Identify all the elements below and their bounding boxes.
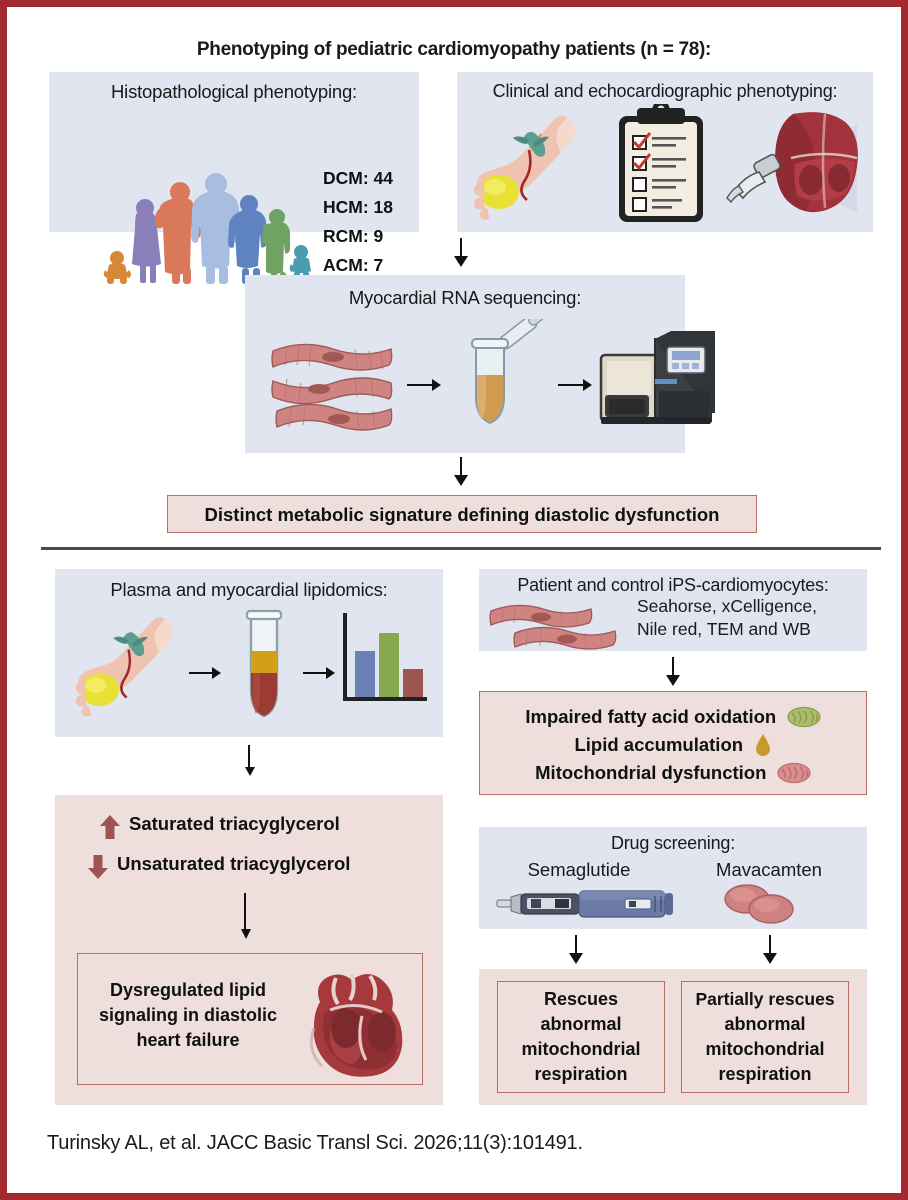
- echocardiography-probe-heart-icon: [725, 106, 867, 224]
- lipidomics-title: Plasma and myocardial lipidomics:: [110, 579, 388, 600]
- count-row: DCM: 44: [323, 164, 393, 193]
- histopathology-panel: Histopathological phenotyping:: [49, 72, 419, 284]
- count-value: 18: [373, 197, 393, 217]
- flow-arrow-to-semaglutide-outcome: [569, 935, 583, 965]
- conclusion-line: heart failure: [136, 1030, 240, 1050]
- ips-result-row: Mitochondrial dysfunction: [480, 760, 866, 785]
- clinical-phenotyping-panel: Clinical and echocardiographic phenotypi…: [457, 72, 873, 232]
- conclusion-line: signaling in diastolic: [98, 1005, 278, 1025]
- mavacamten-outcome-text: Partially rescues abnormal mitochondrial…: [695, 987, 834, 1087]
- metabolic-signature-text: Distinct metabolic signature defining di…: [204, 503, 720, 525]
- lipidomics-panel: Plasma and myocardial lipidomics:: [55, 569, 443, 737]
- injection-pen-icon: [495, 887, 687, 921]
- outcome-line: Partially rescues: [695, 989, 835, 1009]
- flow-arrow-to-mavacamten-outcome: [763, 935, 777, 965]
- clipboard-checklist-icon: [615, 104, 707, 224]
- lipid-conclusion-text: Dysregulated lipid signaling in diastoli…: [88, 978, 288, 1053]
- pink-mitochondrion-icon: [777, 762, 811, 783]
- count-value: 9: [373, 226, 384, 246]
- metabolic-signature-box: Distinct metabolic signature defining di…: [167, 495, 757, 533]
- blood-draw-arm-icon: [471, 110, 591, 222]
- outcome-line: Rescues: [543, 989, 619, 1009]
- green-mitochondrion-icon: [787, 706, 821, 727]
- sequencer-machine-icon: [597, 329, 717, 429]
- count-row: RCM: 9: [323, 222, 393, 251]
- blood-draw-arm-icon: [73, 611, 188, 719]
- ips-result-row: Lipid accumulation: [480, 732, 866, 757]
- arrow-up-icon: [100, 815, 120, 839]
- flow-arrow-tube-to-sequencer: [558, 379, 592, 391]
- ips-result-row: Impaired fatty acid oxidation: [480, 704, 866, 729]
- finding-row-unsaturated: Unsaturated triacyglycerol: [87, 851, 351, 879]
- clinical-phenotyping-title: Clinical and echocardiographic phenotypi…: [492, 81, 838, 101]
- flow-arrow-to-rna: [454, 238, 468, 268]
- blood-separation-tube-icon: [233, 607, 295, 719]
- finding-unsaturated-text: Unsaturated triacyglycerol: [117, 853, 351, 874]
- histopathology-counts: DCM: 44 HCM: 18 RCM: 9 ACM: 7: [323, 164, 393, 280]
- mavacamten-outcome-box: Partially rescues abnormal mitochondrial…: [681, 981, 849, 1093]
- ips-assays: Seahorse, xCelligence, Nile red, TEM and…: [637, 595, 817, 641]
- finding-saturated-text: Saturated triacyglycerol: [129, 813, 340, 834]
- rna-sequencing-title: Myocardial RNA sequencing:: [348, 287, 582, 308]
- lipid-findings-panel: Saturated triacyglycerol Unsaturated tri…: [55, 795, 443, 1105]
- rna-sequencing-panel: Myocardial RNA sequencing:: [245, 275, 715, 453]
- bar-chart-icon: [341, 613, 431, 711]
- histopathology-title: Histopathological phenotyping:: [111, 81, 357, 102]
- count-label: HCM:: [322, 197, 369, 217]
- myocardial-tissue-icon: [267, 333, 397, 433]
- finding-row-saturated: Saturated triacyglycerol: [99, 811, 340, 839]
- assay-line: Seahorse, xCelligence,: [637, 596, 817, 616]
- ips-results-box: Impaired fatty acid oxidation Lipid accu…: [479, 691, 867, 795]
- count-value: 44: [373, 168, 393, 188]
- citation-text: Turinsky AL, et al. JACC Basic Transl Sc…: [47, 1132, 583, 1154]
- outcome-line: abnormal: [724, 1014, 806, 1034]
- ips-result-text: Lipid accumulation: [574, 734, 744, 755]
- drug-name-semaglutide: Semaglutide: [527, 859, 631, 880]
- ips-cardiomyocytes-panel: Patient and control iPS-cardiomyocytes: …: [479, 569, 867, 651]
- semaglutide-outcome-box: Rescues abnormal mitochondrial respirati…: [497, 981, 665, 1093]
- outcome-line: respiration: [534, 1064, 628, 1084]
- count-label: ACM:: [322, 255, 369, 275]
- assay-line: Nile red, TEM and WB: [637, 619, 811, 639]
- page-title: Phenotyping of pediatric cardiomyopathy …: [196, 39, 712, 60]
- flow-arrow-to-ips-results: [666, 657, 680, 687]
- flow-arrow-to-tag-findings: [243, 745, 257, 779]
- outcome-line: abnormal: [540, 1014, 622, 1034]
- outcome-line: mitochondrial: [521, 1039, 641, 1059]
- family-silhouettes-icon: [101, 170, 311, 285]
- outcome-line: respiration: [718, 1064, 812, 1084]
- conclusion-line: Dysregulated lipid: [109, 980, 267, 1000]
- count-row: HCM: 18: [323, 193, 393, 222]
- sample-tube-pipette-icon: [450, 319, 560, 431]
- lipid-conclusion-box: Dysregulated lipid signaling in diastoli…: [77, 953, 423, 1085]
- anatomical-heart-icon: [290, 962, 416, 1080]
- semaglutide-outcome-text: Rescues abnormal mitochondrial respirati…: [521, 987, 640, 1087]
- drug-name-mavacamten: Mavacamten: [716, 859, 822, 880]
- drug-screening-panel: Drug screening: Semaglutide Mavacamten: [479, 827, 867, 929]
- arrow-down-icon: [88, 855, 108, 879]
- outcome-line: mitochondrial: [705, 1039, 825, 1059]
- flow-arrow-arm-to-tube: [189, 667, 221, 679]
- flow-arrow-to-signature: [454, 457, 468, 487]
- drug-screening-title: Drug screening:: [610, 833, 736, 853]
- pills-icon: [719, 883, 803, 925]
- flow-arrow-to-conclusion: [239, 893, 253, 941]
- count-row: ACM: 7: [323, 251, 393, 280]
- lipid-droplet-icon: [755, 733, 770, 756]
- section-divider: [41, 547, 881, 550]
- ips-result-text: Impaired fatty acid oxidation: [525, 706, 777, 727]
- cardiomyocyte-cells-icon: [487, 599, 632, 651]
- flow-arrow-tube-to-chart: [303, 667, 335, 679]
- count-label: RCM:: [322, 226, 369, 246]
- count-value: 7: [373, 255, 384, 275]
- ips-title: Patient and control iPS-cardiomyocytes:: [517, 575, 829, 595]
- ips-result-text: Mitochondrial dysfunction: [535, 762, 767, 783]
- drug-outcomes-panel: Rescues abnormal mitochondrial respirati…: [479, 969, 867, 1105]
- count-label: DCM:: [322, 168, 369, 188]
- flow-arrow-tissue-to-tube: [407, 379, 441, 391]
